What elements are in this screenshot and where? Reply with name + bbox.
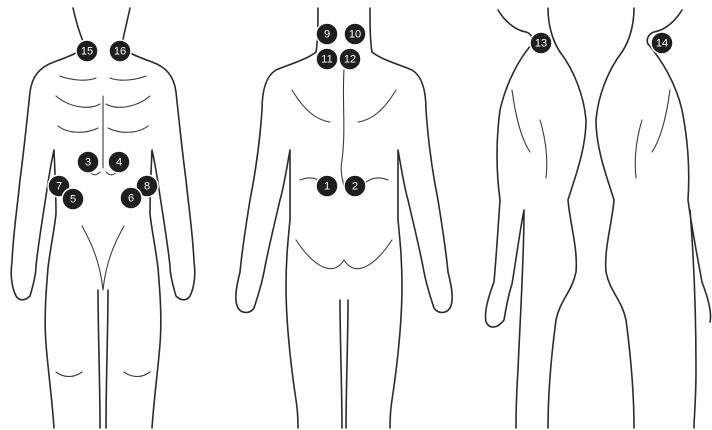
- side-left-body-front: [648, 44, 711, 428]
- marker-label: 12: [344, 54, 356, 66]
- marker-13: 13: [530, 32, 552, 54]
- marker-label: 4: [116, 157, 122, 169]
- marker-16: 16: [109, 40, 131, 62]
- marker-label: 8: [144, 181, 150, 193]
- marker-label: 7: [56, 181, 62, 193]
- marker-label: 16: [114, 46, 126, 58]
- marker-label: 9: [324, 29, 330, 41]
- marker-15: 15: [76, 40, 98, 62]
- figure-back: [236, 8, 452, 428]
- marker-5: 5: [62, 188, 84, 210]
- front-knees: [56, 372, 150, 377]
- marker-1: 1: [316, 175, 338, 197]
- marker-label: 3: [85, 157, 91, 169]
- marker-4: 4: [108, 151, 130, 173]
- marker-12: 12: [339, 48, 361, 70]
- marker-2: 2: [344, 175, 366, 197]
- side-right-body-front: [485, 44, 532, 428]
- figure-side-left: [596, 8, 711, 428]
- marker-10: 10: [344, 23, 366, 45]
- marker-11: 11: [316, 48, 338, 70]
- marker-label: 15: [81, 46, 93, 58]
- front-inner-legs: [98, 290, 108, 428]
- front-body-outline-right: [122, 8, 195, 428]
- side-right-body-back: [548, 52, 586, 428]
- back-body-outline-left: [236, 8, 318, 428]
- figure-side-right: [485, 8, 586, 428]
- marker-label: 2: [352, 181, 358, 193]
- side-left-arm-detail: [635, 90, 670, 178]
- marker-3: 3: [77, 151, 99, 173]
- marker-9: 9: [316, 23, 338, 45]
- back-body-outline-right: [370, 8, 452, 428]
- marker-label: 5: [70, 194, 76, 206]
- marker-label: 1: [324, 181, 330, 193]
- marker-6: 6: [120, 187, 142, 209]
- back-spine-and-muscles: [292, 70, 396, 269]
- figure-front: [11, 8, 195, 428]
- marker-label: 10: [349, 29, 361, 41]
- side-left-body-back: [596, 52, 634, 428]
- marker-label: 6: [128, 193, 134, 205]
- marker-label: 11: [321, 54, 332, 66]
- marker-label: 13: [535, 38, 547, 50]
- side-right-arm-detail: [512, 90, 547, 178]
- marker-14: 14: [651, 32, 673, 54]
- back-inner-legs: [340, 300, 348, 428]
- marker-label: 14: [656, 38, 668, 50]
- front-body-outline-left: [11, 8, 84, 428]
